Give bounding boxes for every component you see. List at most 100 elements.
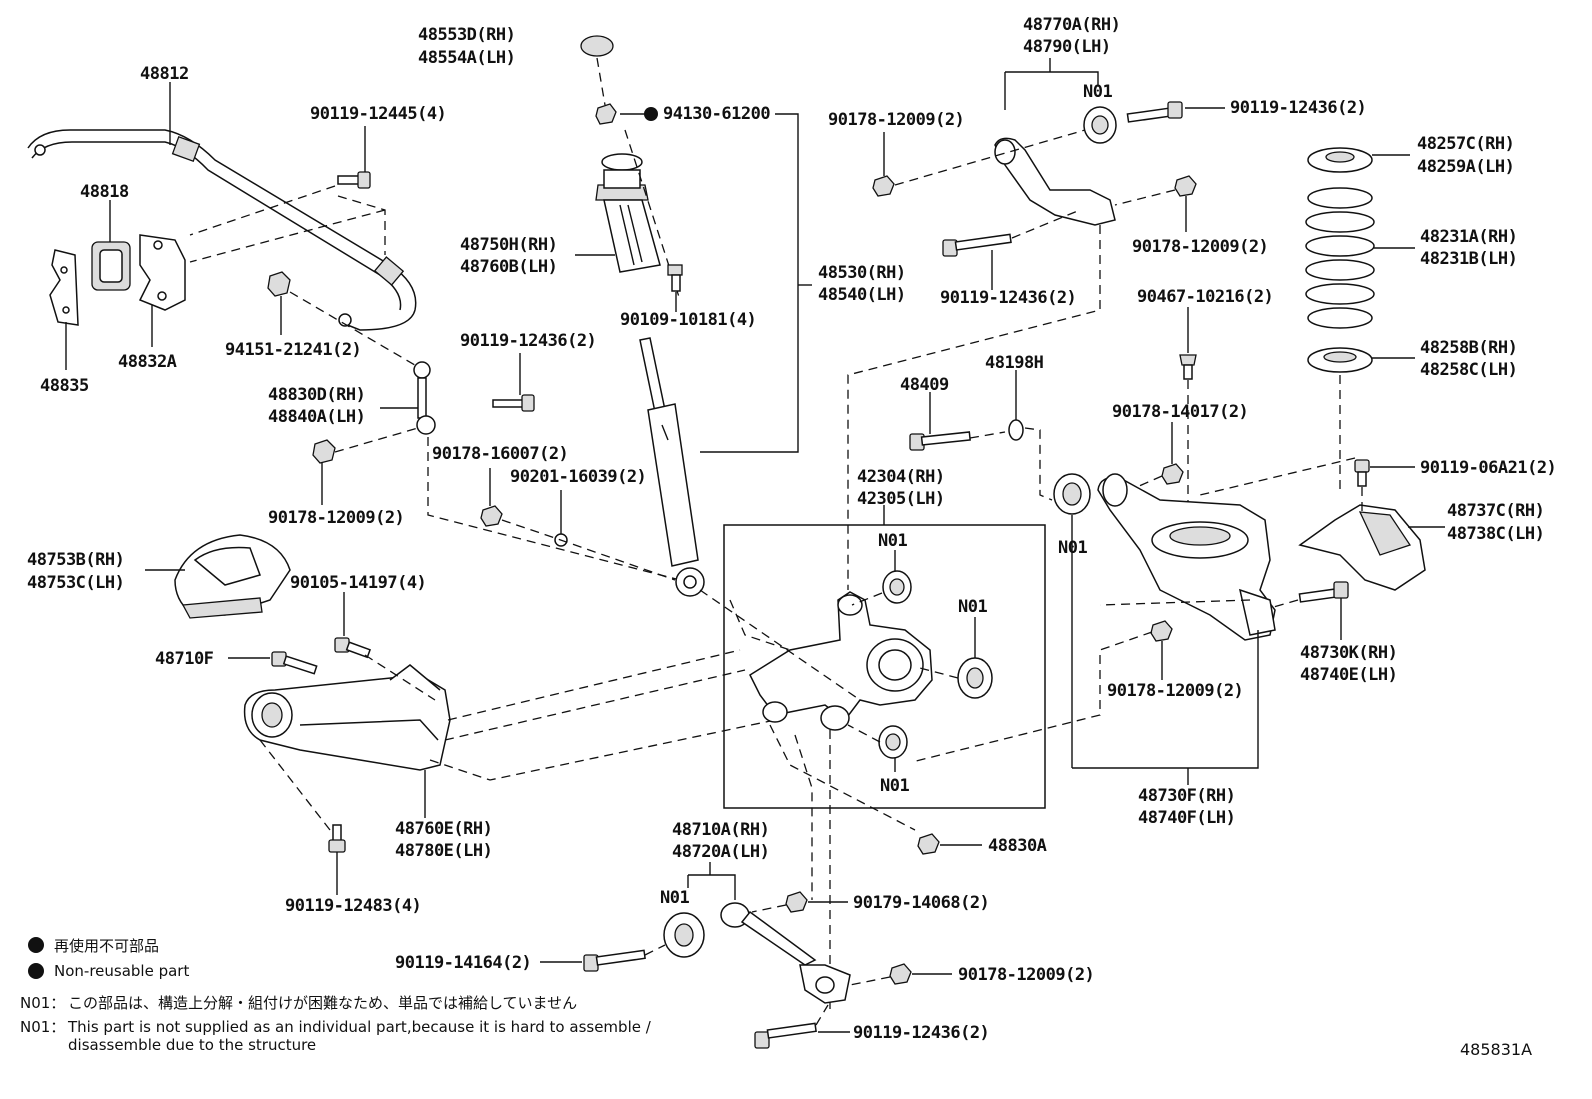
bolt-90119-12436-link	[492, 394, 535, 412]
part-48832A[interactable]: 48832A	[118, 352, 177, 372]
part-90119-12445[interactable]: 90119-12445(4)	[310, 104, 447, 124]
part-48710F[interactable]: 48710F	[155, 649, 214, 669]
bushing-n01-arm	[663, 912, 705, 958]
stabilizer-bar	[27, 129, 417, 331]
part-48737C[interactable]: 48737C(RH)	[1447, 501, 1545, 521]
part-90201[interactable]: 90201-16039(2)	[510, 467, 647, 487]
bushing-n01-2	[957, 657, 993, 699]
part-48750H[interactable]: 48750H(RH)	[460, 235, 558, 255]
bushing-n01-3	[878, 725, 908, 759]
part-48760B[interactable]: 48760B(LH)	[460, 257, 558, 277]
part-48830D[interactable]: 48830D(RH)	[268, 385, 366, 405]
part-48730F[interactable]: 48730F(RH)	[1138, 786, 1236, 806]
part-90119-12436-c[interactable]: 90119-12436(2)	[940, 288, 1077, 308]
part-90119-06A21[interactable]: 90119-06A21(2)	[1420, 458, 1557, 478]
notes: N01： この部品は、構造上分解・組付けが困難なため、単品では補給していません …	[20, 994, 651, 1054]
part-90178-12009-b[interactable]: 90178-12009(2)	[828, 110, 965, 130]
nut-90178-12009-c	[1174, 175, 1197, 197]
n01-lower[interactable]: N01	[1058, 538, 1088, 558]
part-42304[interactable]: 42304(RH)	[857, 467, 945, 487]
part-48830A[interactable]: 48830A	[988, 836, 1047, 856]
bracket-48835	[49, 249, 79, 326]
part-48738C[interactable]: 48738C(LH)	[1447, 524, 1545, 544]
part-48198H[interactable]: 48198H	[985, 353, 1044, 373]
part-48720A[interactable]: 48720A(LH)	[672, 842, 770, 862]
part-90119-12436-a[interactable]: 90119-12436(2)	[460, 331, 597, 351]
part-48835[interactable]: 48835	[40, 376, 89, 396]
n01-knuckle-2[interactable]: N01	[958, 597, 988, 617]
part-48740F[interactable]: 48740F(LH)	[1138, 808, 1236, 828]
non-reusable-dot-icon	[28, 937, 44, 953]
bolt-90119-12436-upper	[1126, 101, 1183, 123]
bolt-90119-12436-d	[754, 1022, 817, 1049]
shock-absorber-48530	[639, 337, 705, 597]
nut-90178-12009-a	[312, 439, 336, 464]
note-en: N01： This part is not supplied as an ind…	[20, 1018, 651, 1036]
part-48554A[interactable]: 48554A(LH)	[418, 48, 516, 68]
part-48257C[interactable]: 48257C(RH)	[1417, 134, 1515, 154]
trailing-arm-48760E	[243, 664, 451, 771]
note-text-en-2: disassemble due to the structure	[68, 1036, 317, 1054]
part-90178-12009-d[interactable]: 90178-12009(2)	[1107, 681, 1244, 701]
part-48231B[interactable]: 48231B(LH)	[1420, 249, 1518, 269]
part-48840A[interactable]: 48840A(LH)	[268, 407, 366, 427]
clip-90467	[1179, 354, 1197, 380]
part-48409[interactable]: 48409	[900, 375, 949, 395]
n01-knuckle-3[interactable]: N01	[880, 776, 910, 796]
part-94130[interactable]: 94130-61200	[663, 104, 771, 124]
part-48258B[interactable]: 48258B(RH)	[1420, 338, 1518, 358]
part-90178-14017[interactable]: 90178-14017(2)	[1112, 402, 1249, 422]
non-reusable-dot-icon	[28, 963, 44, 979]
cover-48753B	[174, 534, 291, 619]
part-90178-12009-a[interactable]: 90178-12009(2)	[268, 508, 405, 528]
part-48231A[interactable]: 48231A(RH)	[1420, 227, 1518, 247]
part-48818[interactable]: 48818	[80, 182, 129, 202]
part-48770A[interactable]: 48770A(RH)	[1023, 15, 1121, 35]
bolt-90109	[667, 264, 683, 292]
part-48753C[interactable]: 48753C(LH)	[27, 573, 125, 593]
part-90119-12436-b[interactable]: 90119-12436(2)	[1230, 98, 1367, 118]
bolt-90119-14164	[583, 949, 646, 972]
part-90109[interactable]: 90109-10181(4)	[620, 310, 757, 330]
part-48753B[interactable]: 48753B(RH)	[27, 550, 125, 570]
part-48540[interactable]: 48540(LH)	[818, 285, 906, 305]
part-90467[interactable]: 90467-10216(2)	[1137, 287, 1274, 307]
part-48760E[interactable]: 48760E(RH)	[395, 819, 493, 839]
part-48812[interactable]: 48812	[140, 64, 189, 84]
nut-90178-12009-e	[889, 963, 912, 985]
part-42305[interactable]: 42305(LH)	[857, 489, 945, 509]
cap-48553D	[580, 35, 614, 57]
part-48740E[interactable]: 48740E(LH)	[1300, 665, 1398, 685]
part-48259A[interactable]: 48259A(LH)	[1417, 157, 1515, 177]
part-48790[interactable]: 48790(LH)	[1023, 37, 1111, 57]
part-48730K[interactable]: 48730K(RH)	[1300, 643, 1398, 663]
n01-knuckle-1[interactable]: N01	[878, 531, 908, 551]
part-90178-12009-c[interactable]: 90178-12009(2)	[1132, 237, 1269, 257]
part-90105[interactable]: 90105-14197(4)	[290, 573, 427, 593]
part-90179[interactable]: 90179-14068(2)	[853, 893, 990, 913]
n01-arm[interactable]: N01	[660, 888, 690, 908]
part-48258C[interactable]: 48258C(LH)	[1420, 360, 1518, 380]
n01-top[interactable]: N01	[1083, 82, 1113, 102]
spring-seat-48258B	[1307, 347, 1373, 373]
spring-seat-48257C	[1307, 147, 1373, 173]
part-94151[interactable]: 94151-21241(2)	[225, 340, 362, 360]
part-48553D[interactable]: 48553D(RH)	[418, 25, 516, 45]
part-48530[interactable]: 48530(RH)	[818, 263, 906, 283]
part-48710A[interactable]: 48710A(RH)	[672, 820, 770, 840]
part-90178-16007[interactable]: 90178-16007(2)	[432, 444, 569, 464]
upper-arm-48770A	[994, 106, 1117, 226]
legend: 再使用不可部品 Non-reusable part	[28, 932, 189, 984]
nut-90178-12009-d	[1150, 620, 1173, 642]
legend-row-en: Non-reusable part	[28, 958, 189, 984]
part-48780E[interactable]: 48780E(LH)	[395, 841, 493, 861]
legend-jp-text: 再使用不可部品	[54, 936, 160, 955]
part-90178-12009-e[interactable]: 90178-12009(2)	[958, 965, 1095, 985]
bushing-48818	[91, 241, 131, 291]
part-90119-14164[interactable]: 90119-14164(2)	[395, 953, 532, 973]
part-90119-12436-d[interactable]: 90119-12436(2)	[853, 1023, 990, 1043]
nut-94130	[595, 103, 617, 125]
upper-support-48750H	[595, 153, 661, 273]
part-90119-12483[interactable]: 90119-12483(4)	[285, 896, 422, 916]
